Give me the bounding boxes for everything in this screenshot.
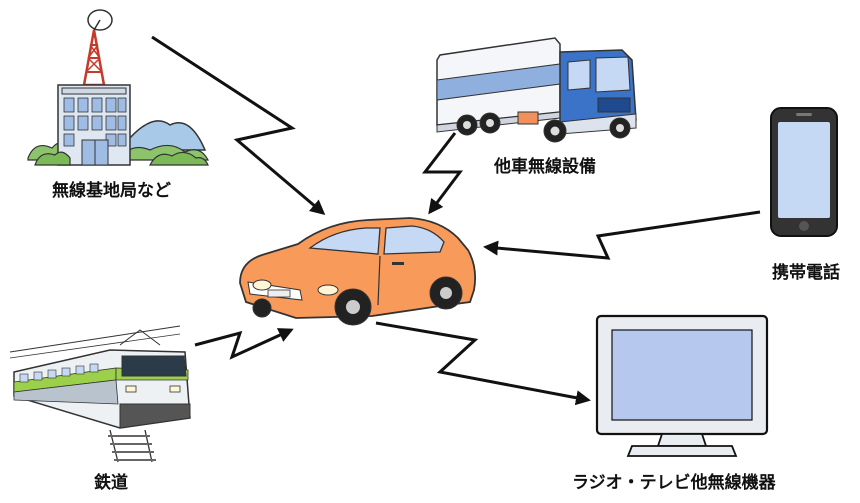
car-icon [239, 217, 477, 326]
railway-icon [9, 325, 191, 463]
label-base-station: 無線基地局など [52, 181, 171, 201]
label-mobile-phone: 携帯電話 [772, 263, 840, 283]
base-station-icon [27, 9, 210, 166]
label-radio-tv: ラジオ・テレビ他無線機器 [572, 473, 776, 493]
label-other-vehicle: 他車無線設備 [494, 157, 596, 177]
arrow-other-vehicle [421, 132, 463, 215]
arrow-base-station [151, 35, 326, 215]
label-railway: 鉄道 [94, 473, 128, 493]
radio-tv-icon [595, 314, 769, 457]
truck-icon [436, 37, 637, 143]
arrow-mobile-phone [483, 210, 761, 260]
arrow-radio-tv [375, 321, 591, 406]
arrow-railway [194, 328, 294, 360]
mobile-phone-icon [770, 107, 838, 237]
